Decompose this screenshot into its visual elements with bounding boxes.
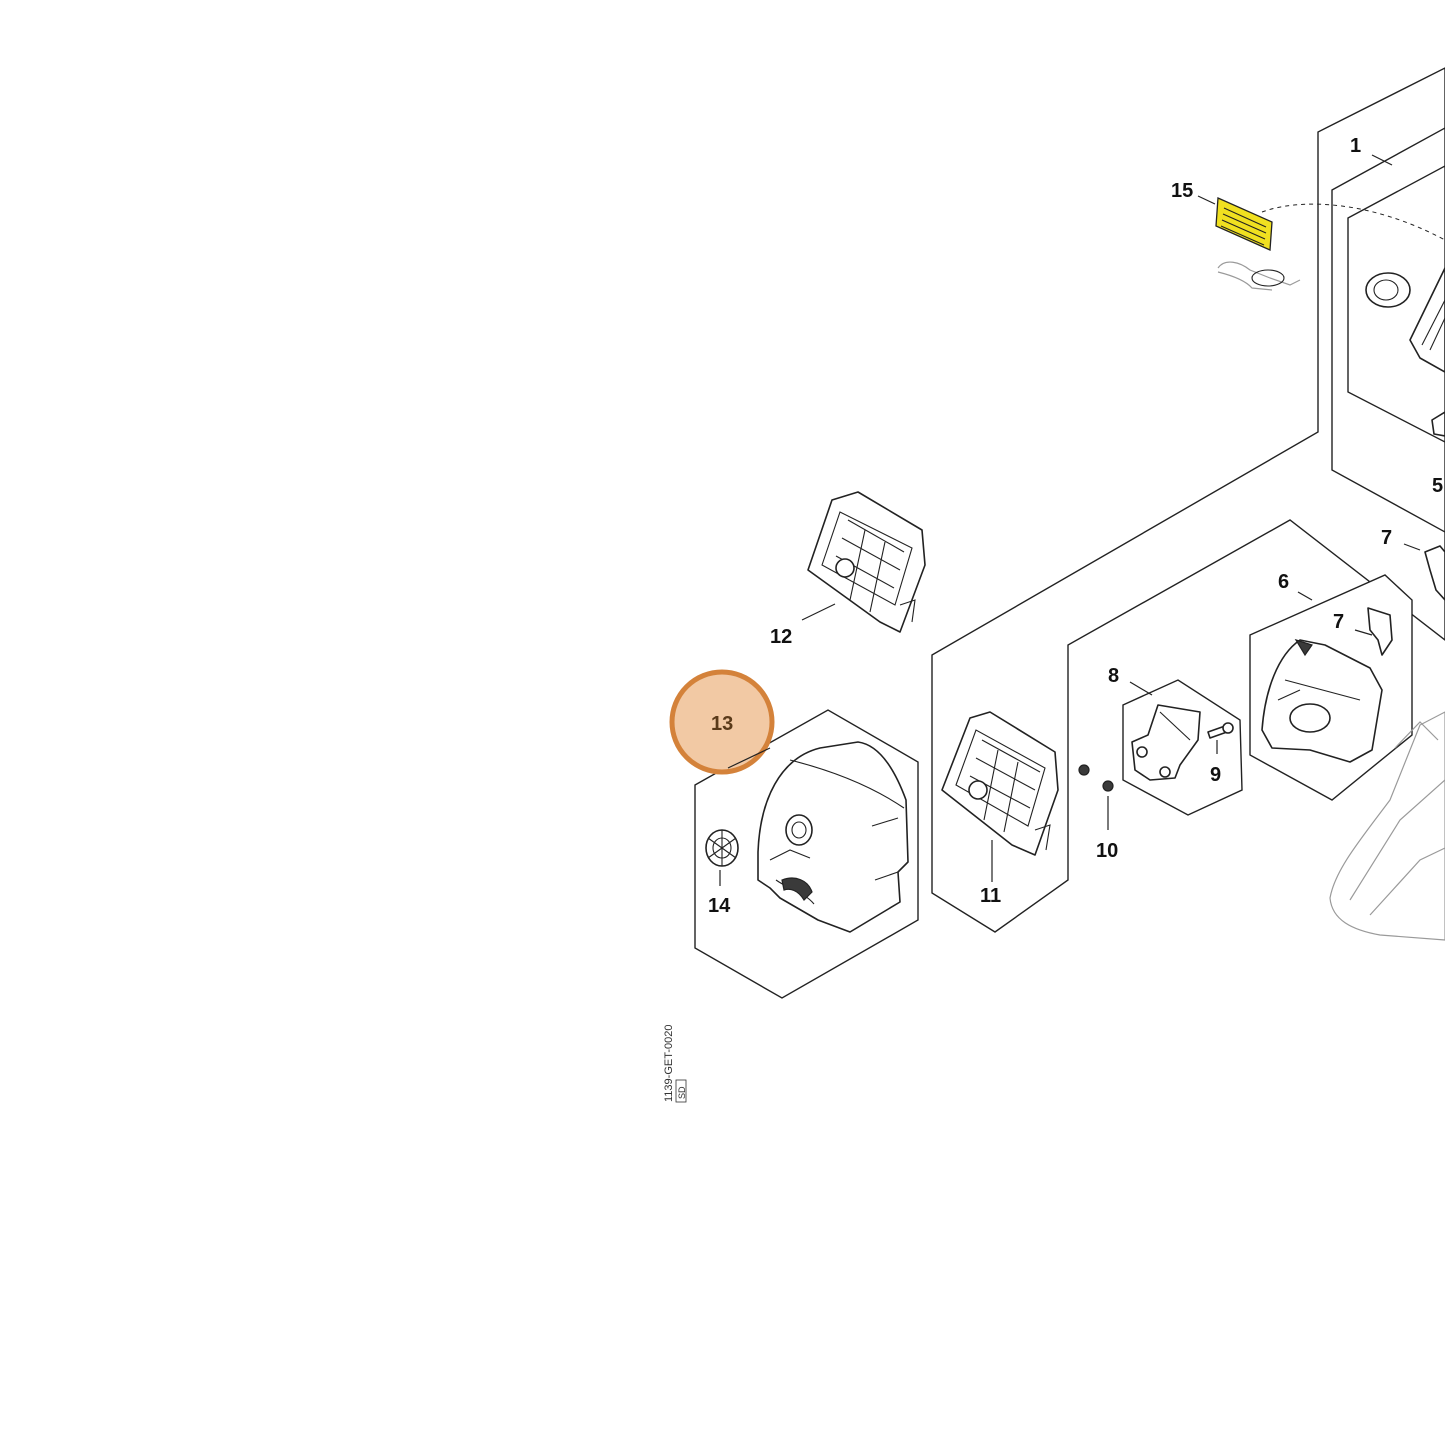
cover-part-13 <box>757 741 909 933</box>
callout-9[interactable]: 9 <box>1210 764 1221 786</box>
leader-7-lower <box>1354 629 1373 636</box>
screw-part-9 <box>1207 722 1234 739</box>
callout-7-upper[interactable]: 7 <box>1381 527 1392 549</box>
leader-8 <box>1129 681 1153 696</box>
air-filter-part-11 <box>941 711 1059 856</box>
callout-13[interactable]: 13 <box>711 713 733 735</box>
leader-15 <box>1197 195 1216 205</box>
spring-part-ghost <box>1217 261 1301 291</box>
callout-15[interactable]: 15 <box>1171 180 1193 202</box>
nut-part-10 <box>1078 764 1114 792</box>
leader-1 <box>1371 154 1393 166</box>
bracket-part-8 <box>1131 704 1201 781</box>
drawing-code-number: 1139-GET-0020 <box>663 1025 675 1102</box>
callout-7-lower[interactable]: 7 <box>1333 611 1344 633</box>
highlight-circle-13[interactable] <box>669 669 775 775</box>
callout-1[interactable]: 1 <box>1350 135 1361 157</box>
leader-13-tail <box>727 747 771 769</box>
drawing-code: 1139-GET-0020 SD <box>663 1025 687 1103</box>
leader-6 <box>1297 591 1313 601</box>
drawing-code-suffix: SD <box>677 1086 687 1099</box>
callout-5[interactable]: 5 <box>1432 475 1443 497</box>
callout-10[interactable]: 10 <box>1096 840 1118 862</box>
saw-body-ghost <box>1329 711 1445 941</box>
assembly-frame-outer <box>931 67 1445 933</box>
assembly-1-part <box>1365 267 1445 437</box>
callout-14[interactable]: 14 <box>708 895 731 917</box>
clip-part-7-upper <box>1424 545 1445 601</box>
housing-part-6 <box>1261 638 1383 763</box>
clip-part-7-lower <box>1367 607 1393 656</box>
label-part-15 <box>1215 197 1445 251</box>
callout-8[interactable]: 8 <box>1108 665 1119 687</box>
callout-6[interactable]: 6 <box>1278 571 1289 593</box>
callout-11[interactable]: 11 <box>980 885 1001 907</box>
leader-7-upper <box>1403 543 1421 551</box>
air-filter-part-12 <box>807 491 926 633</box>
knob-part-14 <box>705 829 739 867</box>
leader-12 <box>801 603 836 621</box>
callout-12[interactable]: 12 <box>770 626 792 648</box>
